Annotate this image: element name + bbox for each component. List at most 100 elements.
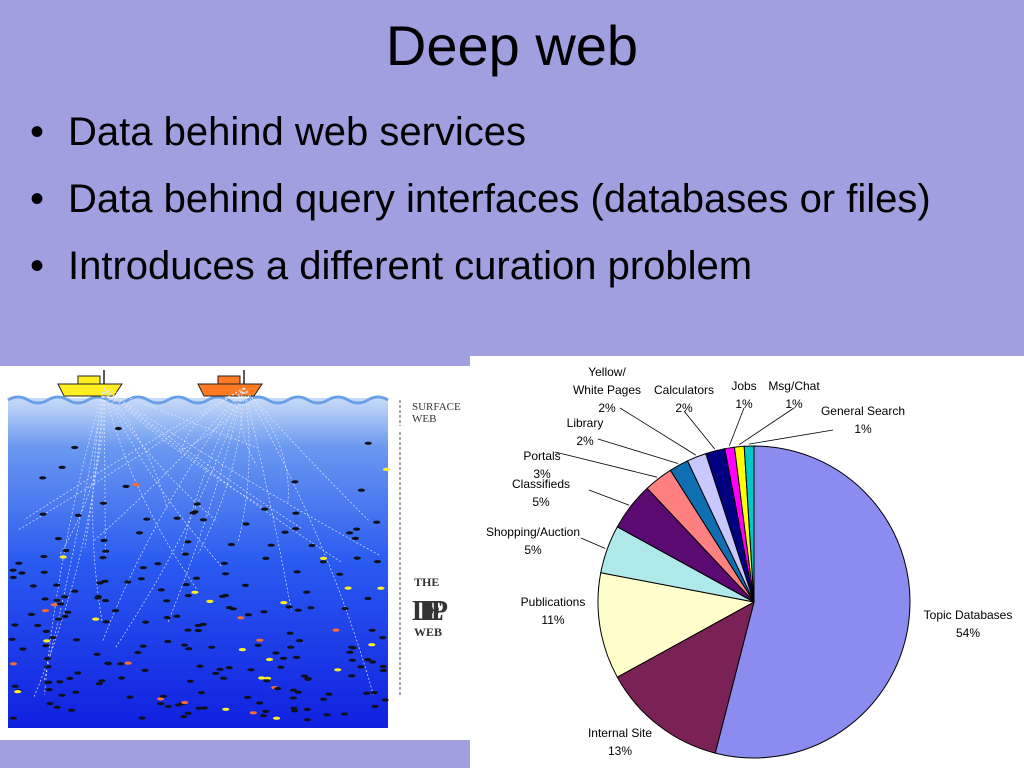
fish-icon <box>157 588 165 592</box>
fishing-line <box>23 387 245 521</box>
fish-icon <box>181 552 190 556</box>
fish-icon <box>142 620 150 624</box>
pie-label: Msg/Chat <box>768 379 820 393</box>
fish-icon <box>42 629 50 633</box>
pie-slice <box>714 445 911 759</box>
pie-label: 13% <box>608 744 632 758</box>
pie-label: 1% <box>854 422 872 436</box>
fish-icon <box>101 579 109 583</box>
fish-icon <box>379 636 387 640</box>
fish-icon <box>216 667 224 671</box>
fish-icon <box>66 676 74 680</box>
fish-icon <box>122 484 130 488</box>
fish-icon <box>159 694 167 698</box>
deep-label: THE <box>414 575 439 589</box>
fish-icon <box>50 603 58 607</box>
fish-icon <box>99 556 107 560</box>
fish-icon <box>220 561 228 565</box>
fish-icon <box>139 644 147 648</box>
fish-icon <box>41 609 50 613</box>
fish-icon <box>353 527 361 531</box>
fish-icon <box>72 690 80 694</box>
pie-label: 2% <box>598 401 616 415</box>
fish-icon <box>68 708 76 712</box>
fish-icon <box>102 598 110 603</box>
fish-icon <box>185 647 193 651</box>
fish-icon <box>54 537 63 541</box>
fish-icon <box>289 696 297 700</box>
fish-icon <box>259 714 268 718</box>
pie-label: Internal Site <box>588 726 652 740</box>
fish-icon <box>43 639 51 643</box>
fish-icon <box>319 560 327 564</box>
fish-icon <box>346 531 354 535</box>
fish-icon <box>39 512 47 516</box>
fish-icon <box>111 609 120 613</box>
pie-label: 1% <box>785 397 803 411</box>
fish-icon <box>341 712 349 716</box>
fish-icon <box>53 583 61 587</box>
surface-label: WEB <box>412 413 436 425</box>
fish-icon <box>370 691 378 695</box>
boat-icon <box>197 370 263 397</box>
deep-label: DEEP <box>412 596 448 627</box>
fish-icon <box>272 651 280 655</box>
fish-icon <box>104 662 112 666</box>
fish-icon <box>137 577 145 581</box>
fish-icon <box>100 538 108 543</box>
fish-icon <box>126 695 134 699</box>
pie-label: Publications <box>521 595 586 609</box>
fish-icon <box>364 596 372 601</box>
fish-icon <box>117 662 125 666</box>
fish-icon <box>319 556 328 560</box>
fish-icon <box>254 643 262 647</box>
fish-icon <box>263 679 271 683</box>
fish-icon <box>292 655 301 659</box>
pie-label: Library <box>567 416 604 430</box>
fish-icon <box>95 682 103 686</box>
fish-icon <box>14 690 22 694</box>
fish-icon <box>294 690 302 694</box>
fish-icon <box>92 617 100 621</box>
pie-label: White Pages <box>573 383 641 397</box>
leader-line <box>619 407 697 456</box>
fish-icon <box>300 674 309 678</box>
fish-icon <box>199 622 207 626</box>
fish-icon <box>377 586 385 590</box>
fishing-line <box>103 387 218 523</box>
leader-line <box>554 451 658 478</box>
fish-icon <box>294 608 302 612</box>
fish-icon <box>15 561 23 565</box>
fish-icon <box>57 602 65 606</box>
fish-icon <box>242 522 250 526</box>
pie-label: 2% <box>675 401 693 415</box>
fish-icon <box>293 570 301 574</box>
fish-icon <box>256 638 264 642</box>
fish-icon <box>222 593 230 598</box>
fishing-line <box>103 387 168 509</box>
fish-icon <box>9 568 17 572</box>
fish-icon <box>280 601 288 605</box>
fishing-line <box>103 387 380 556</box>
fish-icon <box>157 702 165 706</box>
boat-icon <box>57 370 123 397</box>
fish-icon <box>381 698 389 702</box>
pie-label: 3% <box>533 467 551 481</box>
fish-icon <box>237 616 245 620</box>
fish-icon <box>199 518 207 522</box>
fish-icon <box>44 665 52 669</box>
leader-line <box>580 537 606 549</box>
fish-icon <box>58 693 66 697</box>
fish-icon <box>341 607 349 611</box>
fish-icon <box>9 716 17 720</box>
fish-icon <box>43 657 52 661</box>
pie-label: Portals <box>523 449 560 463</box>
fish-icon <box>58 465 66 469</box>
fish-icon <box>369 660 377 664</box>
fishing-line <box>103 387 302 529</box>
fish-icon <box>61 614 69 618</box>
pie-label: 54% <box>956 626 980 640</box>
fish-icon <box>225 606 233 610</box>
fish-icon <box>102 549 110 553</box>
